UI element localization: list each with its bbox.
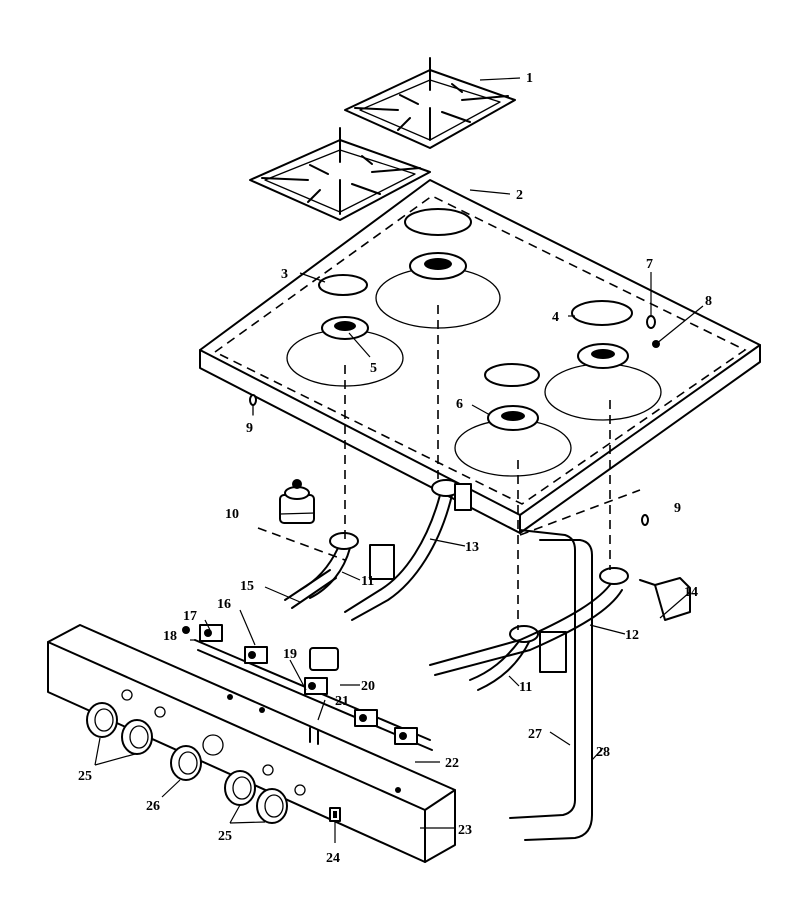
screw [646,315,656,329]
gas-pipe-28 [524,539,593,841]
callout-4: 4 [552,310,559,325]
callout-24: 24 [326,851,340,866]
callout-6: 6 [456,397,463,412]
callout-28: 28 [596,745,610,760]
burner-head-rear [375,252,501,329]
callout-17: 17 [183,609,197,624]
gas-pipe-27 [509,529,576,819]
cooktop-panel [199,179,761,534]
callout-7: 7 [646,257,653,272]
mounting-screw-right [641,514,649,526]
burner-tube-11-left [299,532,395,599]
callout-18: 18 [163,629,177,644]
bracket [639,577,691,621]
callout-23: 23 [458,823,472,838]
manifold-pipe [284,569,337,609]
control-knob-4 [224,770,256,806]
callout-10: 10 [225,507,239,522]
panel-holes [121,689,306,796]
burner-cap-large-rear [404,208,472,236]
control-knob-2 [121,719,153,755]
burner-cap-right [571,300,633,326]
callout-12: 12 [625,628,639,643]
callout-8: 8 [705,294,712,309]
ignition-switch [329,807,341,822]
callout-11-left: 11 [361,574,374,589]
callout-27: 27 [528,727,542,742]
burner-tube-12 [429,567,629,676]
burner-grate-right [344,57,516,149]
burner-head-front [454,405,572,477]
control-knob-5 [256,788,288,824]
control-knob-3 [170,745,202,781]
mounting-screw-left [249,394,257,416]
burner-grate-left [249,127,431,221]
callout-1: 1 [526,71,533,86]
callout-2: 2 [516,188,523,203]
callout-3: 3 [281,267,288,282]
callout-26: 26 [146,799,160,814]
callout-9-right: 9 [674,501,681,516]
callout-20: 20 [361,679,375,694]
burner-cap-front [484,363,540,387]
control-knob-1 [86,702,118,738]
callout-5: 5 [370,361,377,376]
burner-tube-13 [344,479,472,621]
callout-14: 14 [684,585,698,600]
callout-22: 22 [445,756,459,771]
callout-21: 21 [335,694,349,709]
callout-25-left: 25 [78,769,92,784]
alignment-lines [344,305,641,630]
callout-9-left: 9 [246,421,253,436]
burner-tube-11-right [469,625,567,691]
callout-19: 19 [283,647,297,662]
callout-labels: 1 2 3 4 5 6 7 8 9 9 10 13 11 15 14 16 17… [78,71,712,866]
callout-13: 13 [465,540,479,555]
burner-cap-small-left [318,274,368,296]
callout-25-right: 25 [218,829,232,844]
pressure-regulator [257,479,346,561]
callout-11-right: 11 [519,680,532,695]
callout-16: 16 [217,597,231,612]
burner-head-left [286,316,404,387]
leader-lines [94,77,704,843]
burner-head-right [544,343,662,421]
valve-assembly [182,624,433,793]
control-panel [47,624,456,863]
callout-15: 15 [240,579,254,594]
